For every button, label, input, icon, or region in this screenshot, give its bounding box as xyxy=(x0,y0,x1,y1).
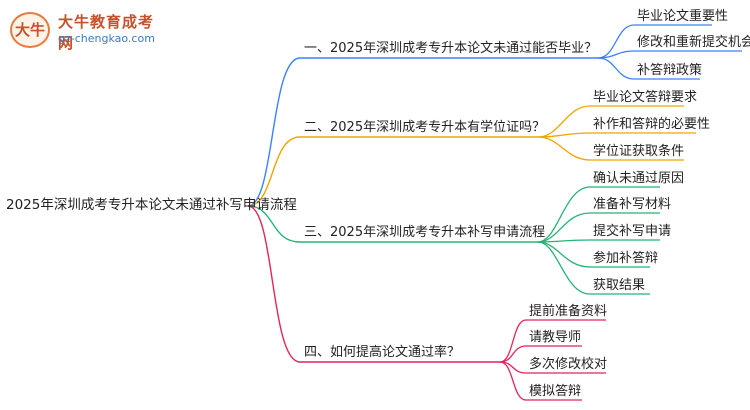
connector-3-3 xyxy=(537,239,660,243)
branch-1-child-1: 毕业论文重要性 xyxy=(637,9,729,24)
branch-4-child-1: 提前准备资料 xyxy=(529,304,608,319)
connector-root-branch-2 xyxy=(247,136,538,207)
branch-3-child-4: 参加补答辩 xyxy=(593,251,659,266)
connector-root-branch-4 xyxy=(247,205,500,363)
connector-3-1 xyxy=(537,186,660,243)
connector-1-2 xyxy=(597,50,742,59)
branch-4-child-4: 模拟答辩 xyxy=(529,384,582,399)
branch-2-child-2: 补作和答辩的必要性 xyxy=(593,117,711,132)
branch-3-node: 三、2025年深圳成考专升本补写申请流程 xyxy=(304,225,546,240)
site-logo[interactable]: 大牛 大牛教育成考网 gz-chengkao.com xyxy=(8,6,168,52)
connector-4-1 xyxy=(499,319,606,363)
connector-2-3 xyxy=(537,136,684,161)
connector-root-branch-1 xyxy=(247,57,598,207)
branch-3-child-1: 确认未通过原因 xyxy=(593,171,685,186)
connector-1-1 xyxy=(597,24,712,59)
branch-2-child-3: 学位证获取条件 xyxy=(593,144,685,159)
branch-4-child-2: 请教导师 xyxy=(529,330,582,345)
logo-badge-icon: 大牛 xyxy=(10,12,50,48)
branch-4-child-3: 多次修改校对 xyxy=(529,357,608,372)
branch-3-child-3: 提交补写申请 xyxy=(593,224,672,239)
connector-3-4 xyxy=(537,241,650,268)
root-node: 2025年深圳成考专升本论文未通过补写申请流程 xyxy=(6,197,297,213)
connector-1-3 xyxy=(597,57,700,80)
logo-url: gz-chengkao.com xyxy=(58,32,155,45)
branch-2-node: 二、2025年深圳成考专升本有学位证吗？ xyxy=(304,120,546,135)
logo-title: 大牛教育成考网 xyxy=(58,13,155,52)
branch-1-node: 一、2025年深圳成考专升本论文未通过能否毕业？ xyxy=(304,41,598,56)
branch-4-node: 四、如何提高论文通过率？ xyxy=(304,345,461,360)
connector-3-5 xyxy=(537,241,650,295)
branch-3-child-5: 获取结果 xyxy=(593,278,646,293)
branch-2-child-1: 毕业论文答辩要求 xyxy=(593,90,698,105)
connector-root-branch-3 xyxy=(247,205,538,243)
branch-1-child-3: 补答辩政策 xyxy=(637,63,703,78)
connector-4-4 xyxy=(499,361,582,401)
connector-4-2 xyxy=(499,345,582,363)
branch-3-child-2: 准备补写材料 xyxy=(593,197,672,212)
connector-3-2 xyxy=(537,212,660,243)
branch-1-child-2: 修改和重新提交机会 xyxy=(637,35,750,50)
connector-2-2 xyxy=(537,132,696,138)
connector-2-1 xyxy=(537,105,684,138)
